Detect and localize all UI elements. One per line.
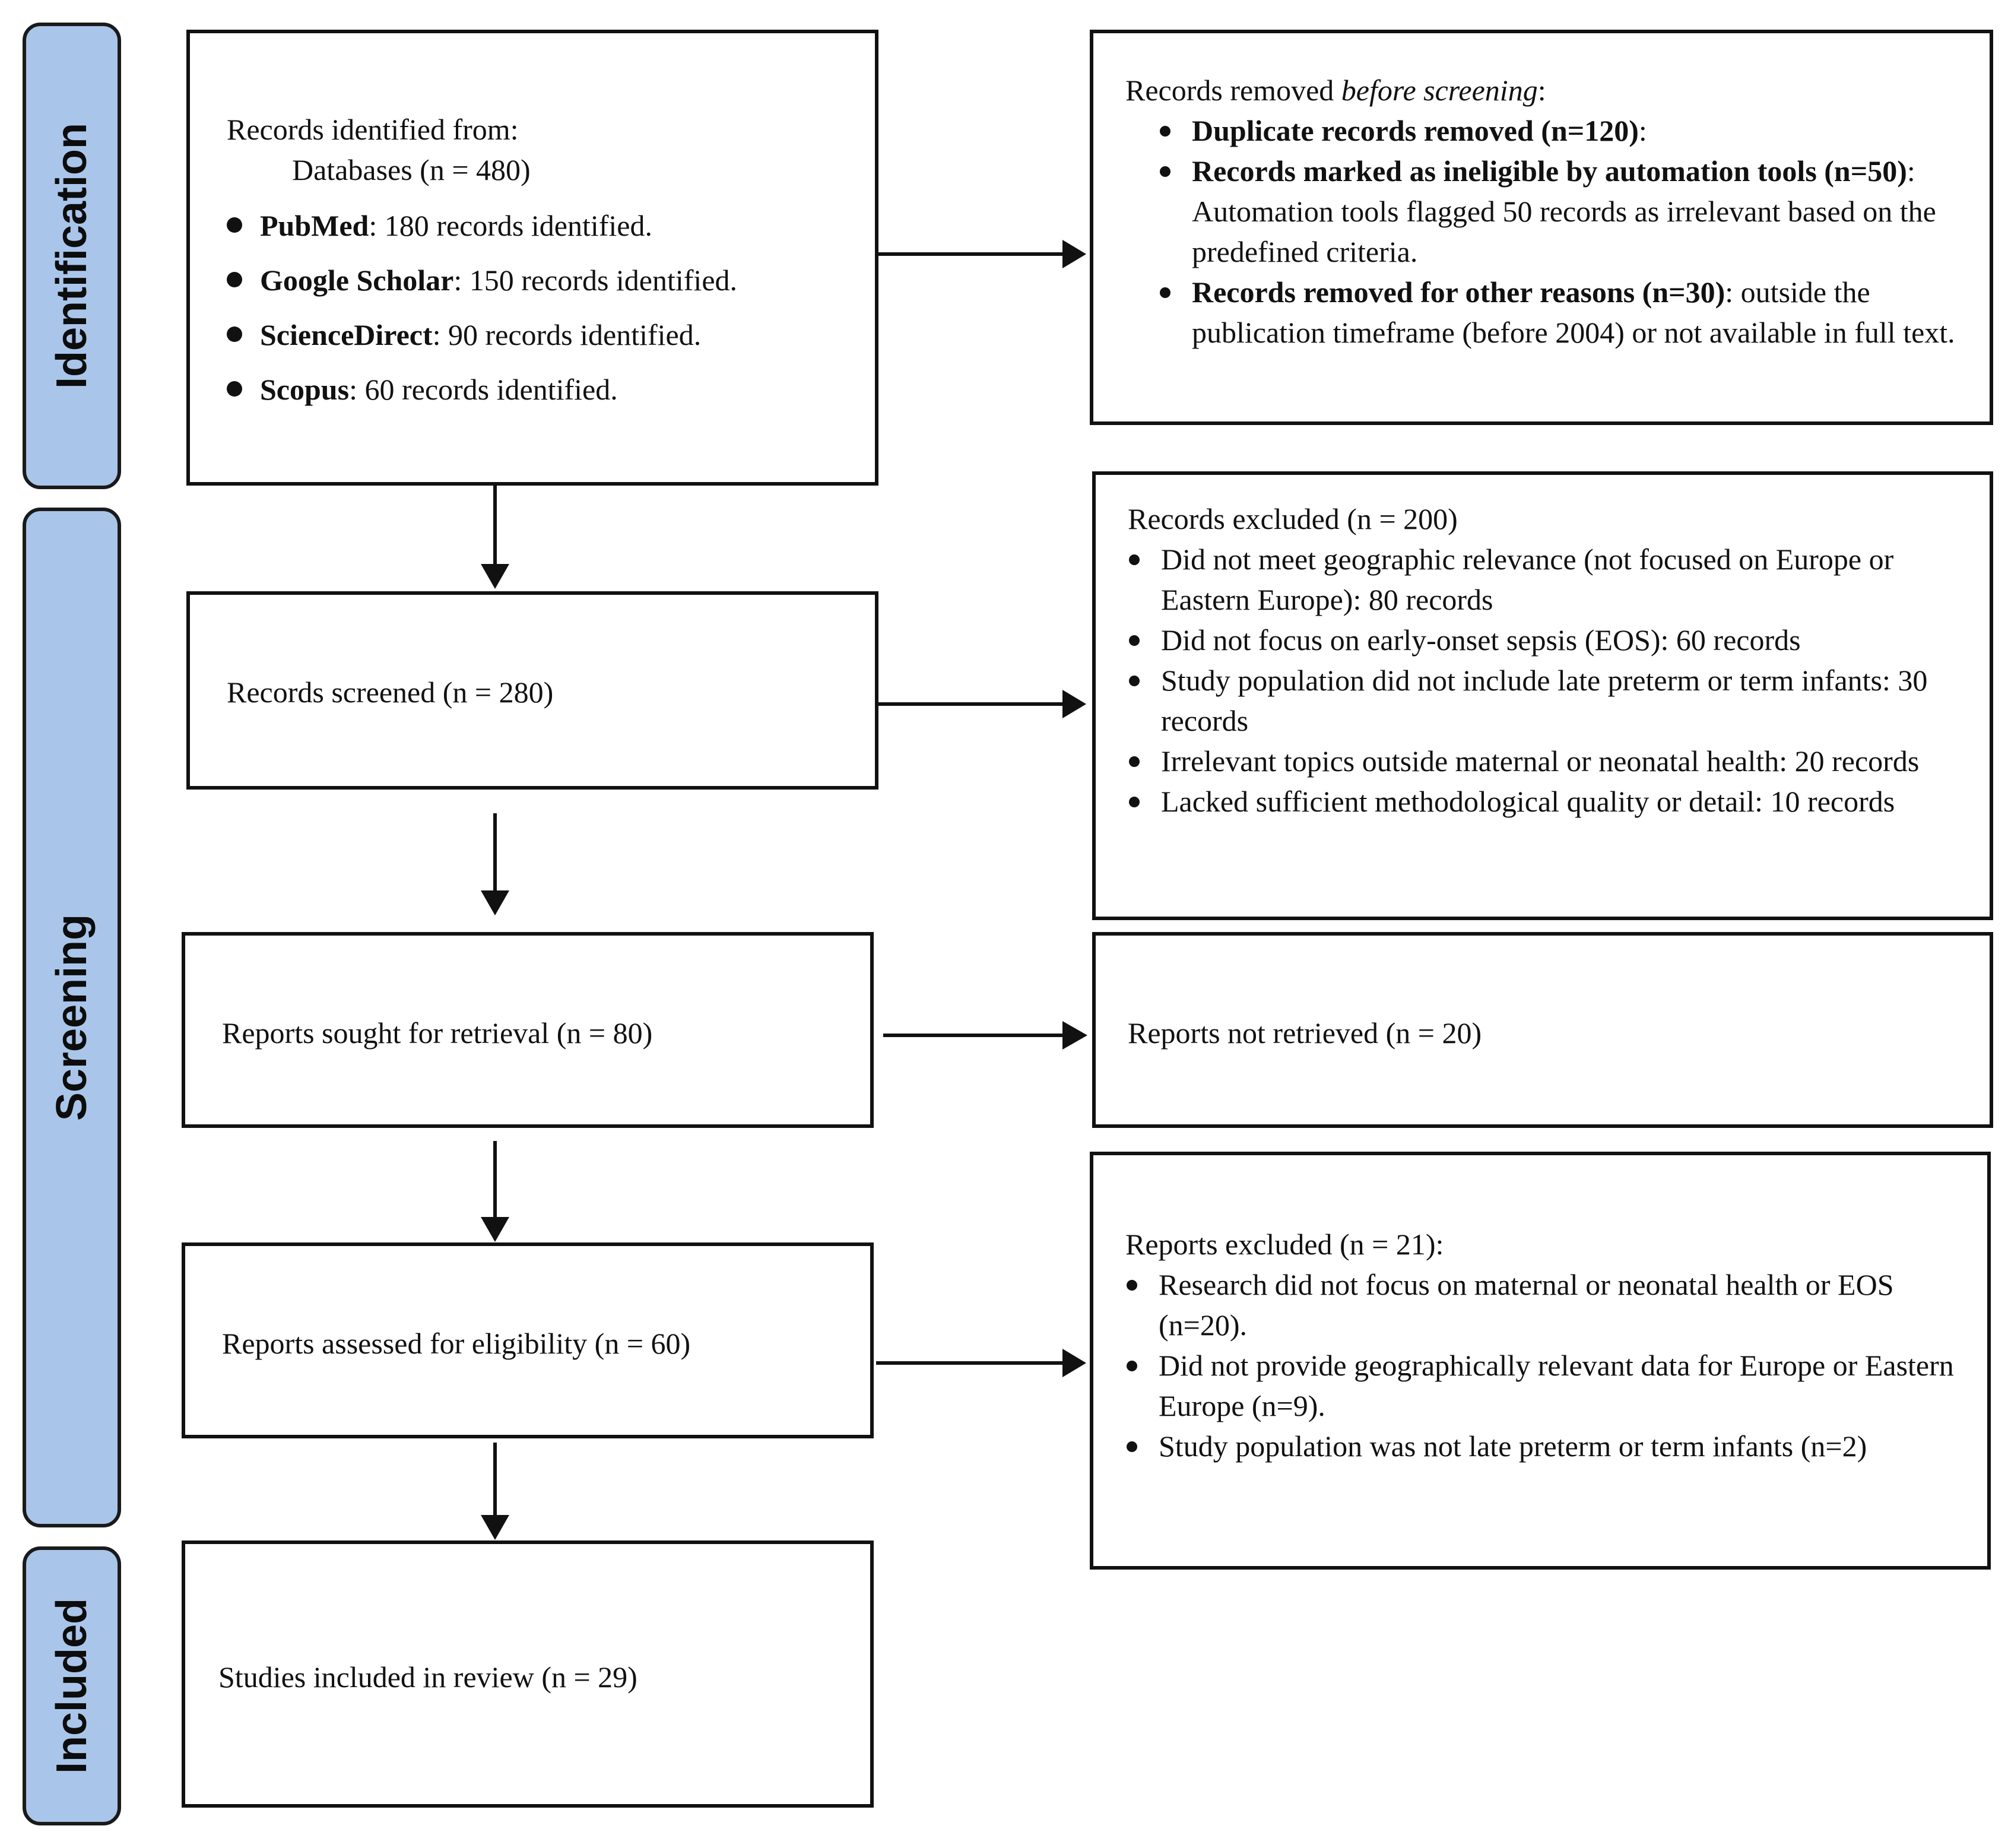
records-excluded-box: Records excluded (n = 200) Did not meet … — [1092, 471, 1993, 920]
phase-screening: Screening — [23, 508, 121, 1527]
reports-excluded-item: Research did not focus on maternal or ne… — [1125, 1264, 1968, 1345]
reports-assessed-box: Reports assessed for eligibility (n = 60… — [182, 1242, 874, 1438]
excluded-item: Irrelevant topics outside maternal or ne… — [1128, 741, 1971, 781]
source-item-sciencedirect: ScienceDirect: 90 records identified. — [227, 315, 737, 355]
source-item-scopus: Scopus: 60 records identified. — [227, 369, 737, 410]
arrowhead — [1062, 1349, 1086, 1377]
reports-not-retrieved-box: Reports not retrieved (n = 20) — [1092, 932, 1993, 1128]
removed-item-duplicates: Duplicate records removed (n=120): — [1159, 110, 1968, 151]
excluded-item: Lacked sufficient methodological quality… — [1128, 781, 1971, 822]
arrowhead — [481, 890, 509, 915]
reports-excluded-item: Study population was not late preterm or… — [1125, 1426, 1968, 1466]
records-screened-label: Records screened (n = 280) — [227, 676, 554, 709]
reports-sought-label: Reports sought for retrieval (n = 80) — [222, 1016, 653, 1050]
arrowhead — [1062, 1021, 1087, 1050]
arrowhead — [481, 1217, 509, 1242]
excluded-item: Did not meet geographic relevance (not f… — [1128, 539, 1971, 620]
arrowhead — [1062, 690, 1086, 718]
removed-item-other-reasons: Records removed for other reasons (n=30)… — [1159, 272, 1968, 353]
reports-excluded-item: Did not provide geographically relevant … — [1125, 1345, 1968, 1426]
excluded-list: Did not meet geographic relevance (not f… — [1128, 539, 1971, 822]
removed-item-automation: Records marked as ineligible by automati… — [1159, 151, 1968, 272]
databases-count: Databases (n = 480) — [292, 153, 531, 186]
records-identified-box: Records identified from: Databases (n = … — [186, 30, 878, 486]
phase-included: Included — [23, 1546, 121, 1825]
phase-identification: Identification — [23, 23, 121, 489]
studies-included-box: Studies included in review (n = 29) — [182, 1540, 874, 1808]
source-list: PubMed: 180 records identified. Google S… — [227, 205, 737, 410]
reports-assessed-label: Reports assessed for eligibility (n = 60… — [222, 1327, 691, 1360]
records-excluded-heading: Records excluded (n = 200) — [1128, 502, 1458, 535]
arrowhead — [481, 564, 509, 589]
reports-excluded-list: Research did not focus on maternal or ne… — [1125, 1264, 1968, 1466]
records-screened-box: Records screened (n = 280) — [186, 591, 878, 790]
excluded-item: Study population did not include late pr… — [1128, 660, 1971, 741]
arrowhead — [481, 1515, 509, 1540]
reports-sought-box: Reports sought for retrieval (n = 80) — [182, 932, 874, 1128]
reports-excluded-heading: Reports excluded (n = 21): — [1125, 1228, 1444, 1261]
removed-list: Duplicate records removed (n=120): Recor… — [1159, 110, 1968, 353]
source-item-pubmed: PubMed: 180 records identified. — [227, 205, 737, 246]
records-identified-heading: Records identified from: — [227, 113, 519, 146]
records-removed-box: Records removed before screening: Duplic… — [1090, 30, 1993, 425]
arrowhead — [1062, 240, 1086, 268]
reports-excluded-box: Reports excluded (n = 21): Research did … — [1090, 1152, 1991, 1570]
records-removed-heading: Records removed before screening: — [1125, 74, 1546, 107]
reports-not-retrieved-label: Reports not retrieved (n = 20) — [1128, 1016, 1482, 1050]
studies-included-label: Studies included in review (n = 29) — [218, 1660, 637, 1694]
excluded-item: Did not focus on early-onset sepsis (EOS… — [1128, 620, 1971, 660]
source-item-google-scholar: Google Scholar: 150 records identified. — [227, 260, 737, 300]
